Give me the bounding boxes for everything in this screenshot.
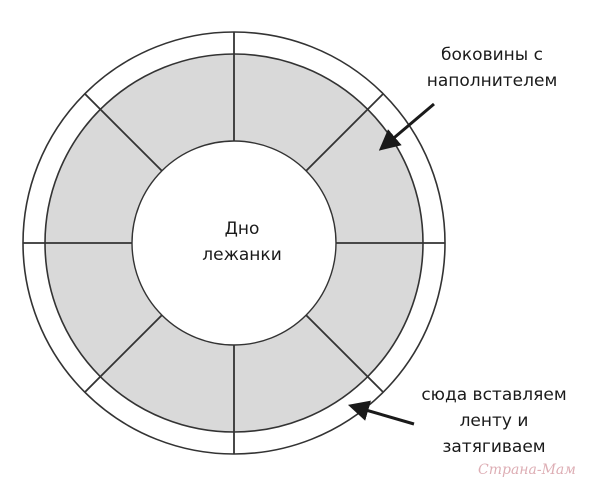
watermark-logo: Страна-Мам	[478, 462, 576, 478]
bottom-callout-label: сюда вставляем ленту и затягиваем	[421, 385, 567, 457]
center-label: Дно лежанки	[202, 219, 282, 265]
segment-divider	[84, 313, 164, 393]
bottom-callout-arrow	[347, 400, 415, 426]
segment-divider	[304, 93, 384, 173]
segment-dividers	[23, 32, 445, 454]
top-callout-arrow	[378, 102, 435, 151]
bed-bottom-circle	[131, 140, 337, 346]
top-callout-label: боковины с наполнителем	[426, 45, 558, 91]
segment-divider	[84, 93, 164, 173]
segment-divider	[304, 313, 384, 393]
